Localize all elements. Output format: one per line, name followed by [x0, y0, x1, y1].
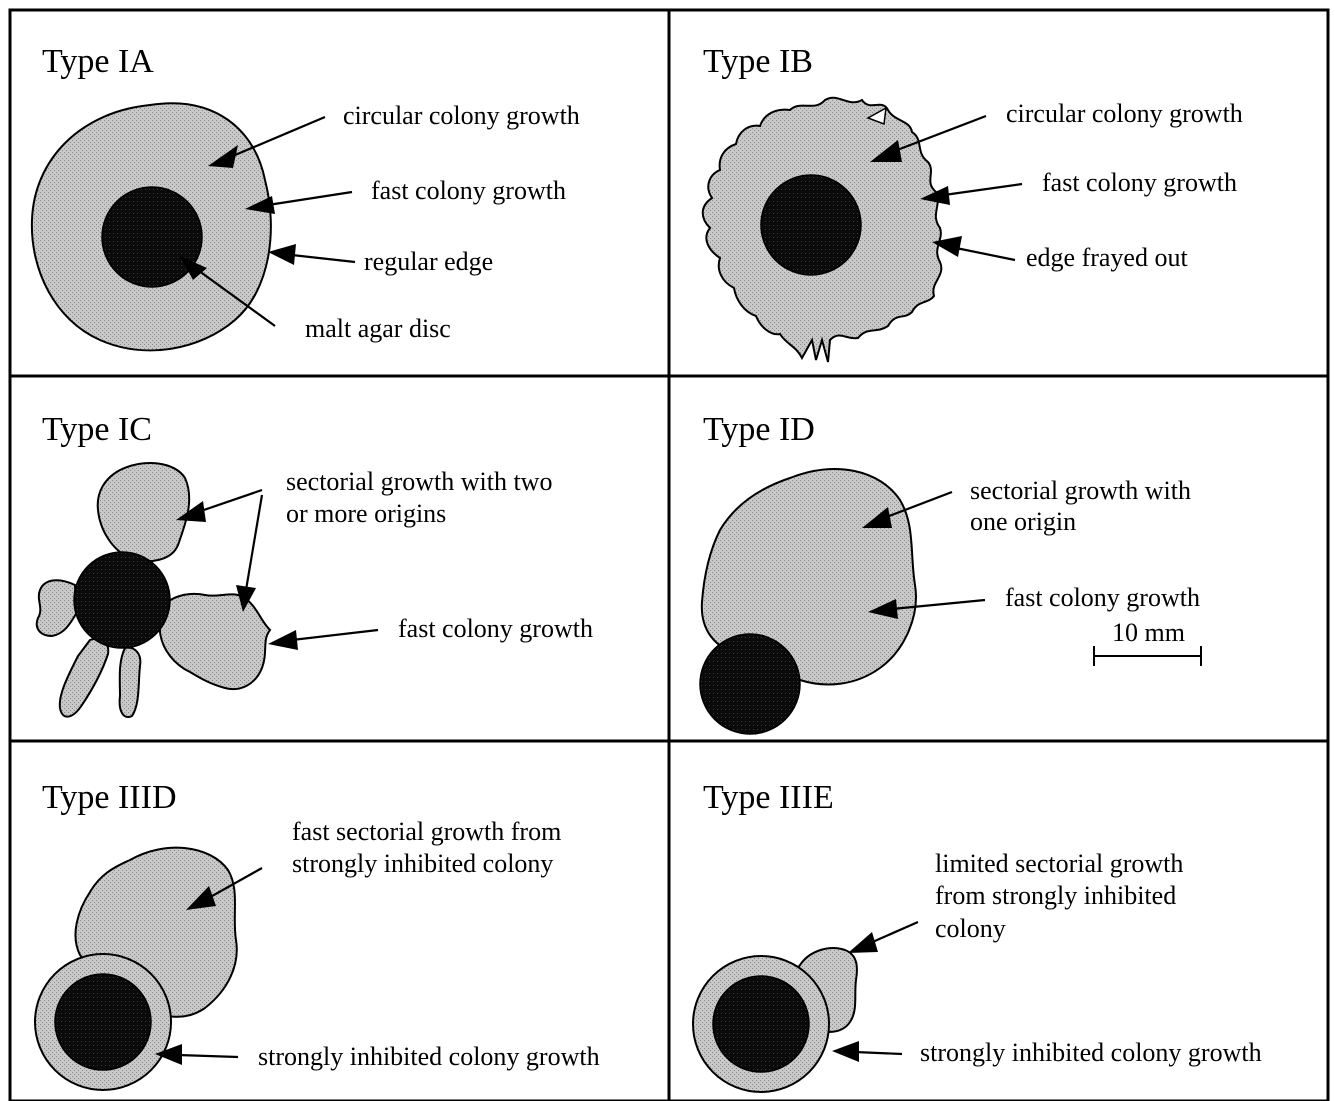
- annotation: sectorial growth with two: [286, 467, 552, 496]
- colony-sector: [120, 648, 141, 717]
- annotation: one origin: [970, 507, 1076, 536]
- panel-title: Type IA: [42, 43, 154, 80]
- annotation: strongly inhibited colony growth: [920, 1038, 1262, 1067]
- colony-sector: [160, 594, 270, 689]
- malt-agar-disc: [74, 552, 170, 648]
- annotation: regular edge: [364, 247, 493, 276]
- malt-agar-disc: [761, 175, 861, 275]
- panel-type-ic: Type IC sectorial growth with two or mor…: [37, 411, 593, 717]
- panel-type-iiid: Type IIID fast sectorial growth from str…: [35, 779, 600, 1090]
- colony-sector: [37, 580, 76, 636]
- annotation: circular colony growth: [1006, 99, 1243, 128]
- annotation: or more origins: [286, 499, 446, 528]
- scale-bar-label: 10 mm: [1112, 618, 1185, 647]
- annotation: strongly inhibited colony growth: [258, 1042, 600, 1071]
- annotation: fast sectorial growth from: [292, 817, 561, 846]
- annotation: fast colony growth: [398, 614, 593, 643]
- panel-title: Type ID: [703, 411, 815, 448]
- malt-agar-disc: [102, 187, 202, 287]
- annotation: edge frayed out: [1026, 243, 1188, 272]
- panel-title: Type IB: [703, 43, 813, 80]
- annotation: malt agar disc: [305, 314, 451, 343]
- panel-title: Type IIIE: [703, 779, 834, 816]
- annotation: limited sectorial growth: [935, 849, 1183, 878]
- annotation: sectorial growth with: [970, 476, 1191, 505]
- annotation: from strongly inhibited: [935, 881, 1176, 910]
- malt-agar-disc: [55, 974, 151, 1070]
- malt-agar-disc: [700, 634, 800, 734]
- scale-bar: 10 mm: [1094, 618, 1201, 666]
- annotation: fast colony growth: [1042, 168, 1237, 197]
- panel-title: Type IC: [42, 411, 152, 448]
- annotation: colony: [935, 914, 1006, 943]
- malt-agar-disc: [713, 976, 809, 1072]
- annotation: circular colony growth: [343, 101, 580, 130]
- panel-type-id: Type ID sectorial growth with one origin…: [700, 411, 1201, 734]
- panel-type-iiie: Type IIIE limited sectorial growth from …: [693, 779, 1262, 1092]
- colony-sector: [98, 463, 189, 561]
- panel-title: Type IIID: [42, 779, 177, 816]
- annotation: fast colony growth: [371, 176, 566, 205]
- colony-sector: [60, 639, 108, 717]
- annotation: strongly inhibited colony: [292, 849, 553, 878]
- panel-type-ib: Type IB circular colony growth fast colo…: [703, 43, 1243, 362]
- annotation: fast colony growth: [1005, 583, 1200, 612]
- panel-type-ia: Type IA circular colony growth fast colo…: [32, 43, 580, 350]
